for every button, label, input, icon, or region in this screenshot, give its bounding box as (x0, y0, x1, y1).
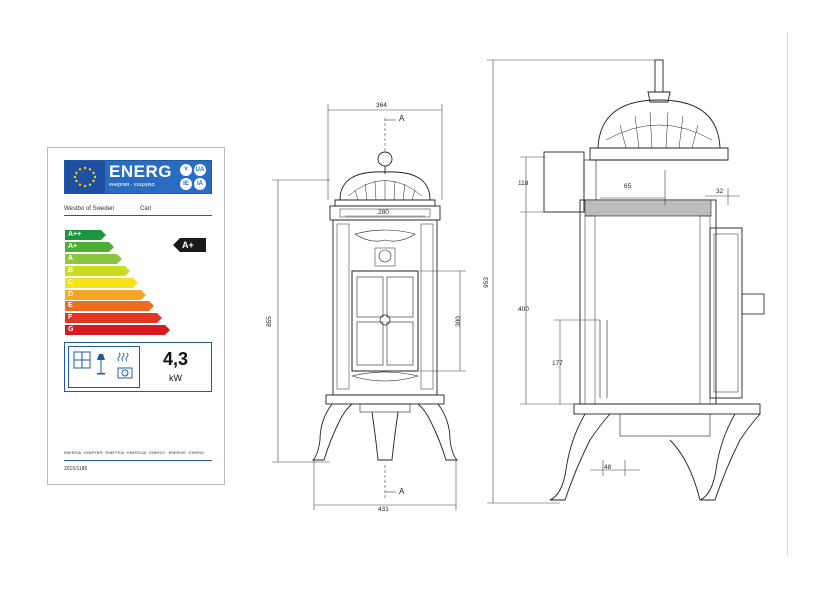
side-dim-flue-offset: 65 (624, 183, 632, 190)
front-view-dimensions (272, 104, 466, 510)
efficiency-class-label: A+ (65, 241, 109, 252)
efficiency-class-label: E (65, 301, 149, 312)
efficiency-class-label: C (65, 277, 133, 288)
front-dim-inner-width: 280 (378, 209, 389, 216)
divider (64, 215, 212, 216)
section-mark-top: A (399, 114, 405, 123)
side-dim-body-height: 400 (518, 306, 529, 313)
model-name: Carl (140, 206, 152, 212)
energy-label: ENERG енергия · ενεργεια Y UA IE IA West… (47, 147, 225, 485)
power-value: 4,3 (163, 349, 189, 369)
efficiency-class-bar: D (65, 289, 146, 300)
supplier-row: Westbo of Sweden Carl (64, 206, 212, 212)
energy-subtitle: енергия · ενεργεια (109, 182, 155, 188)
efficiency-class-bar: B (65, 265, 130, 276)
language-badge: IA (194, 178, 206, 190)
efficiency-class-label: G (65, 325, 165, 336)
radiator-icon (117, 367, 133, 379)
efficiency-class-bar: A (65, 253, 122, 264)
efficiency-class-label: A (65, 253, 117, 264)
side-dim-lower-height: 177 (552, 360, 563, 367)
energy-footer: ENERGIA · ЕНЕРГИЯ · ΕΝΕΡΓΕΙΑ · ENERGIJA … (64, 451, 204, 455)
efficiency-class-label: B (65, 265, 125, 276)
efficiency-class-bar: G (65, 325, 170, 336)
side-view-dimensions (487, 59, 740, 504)
efficiency-class-bar: A+ (65, 241, 114, 252)
language-badge: Y (180, 164, 192, 176)
front-dim-base-width: 431 (378, 506, 389, 513)
power-panel: 4,3 kW (64, 342, 212, 392)
energy-label-header: ENERG енергия · ενεργεια Y UA IE IA (64, 160, 212, 194)
section-mark-bottom: A (399, 487, 405, 496)
efficiency-class-label: A++ (65, 230, 101, 240)
heat-waves-icon (117, 352, 129, 362)
efficiency-class-label: F (65, 313, 157, 324)
front-view-stove (311, 151, 459, 461)
language-badge: UA (194, 164, 206, 176)
side-dim-total-height: 953 (482, 277, 490, 288)
lamp-icon (97, 354, 105, 375)
side-dim-top-box: 118 (518, 180, 529, 187)
power-unit: kW (169, 373, 182, 383)
efficiency-class-bar: F (65, 313, 162, 324)
side-view-stove (543, 59, 765, 501)
language-badge: IE (180, 178, 192, 190)
efficiency-class-bar: A++ (65, 230, 106, 240)
rating-value: A+ (180, 238, 206, 252)
efficiency-class-bar: C (65, 277, 138, 288)
regulation-number: 2015/1186 (64, 466, 88, 472)
front-dim-top-width: 364 (376, 102, 387, 109)
side-dim-rear-offset: 32 (716, 188, 724, 195)
eu-flag-icon (65, 161, 105, 193)
page-divider (787, 32, 788, 556)
energy-word: ENERG (109, 162, 172, 181)
heating-icons (68, 346, 140, 388)
side-dim-leg-offset: 48 (604, 464, 612, 471)
efficiency-class-bar: E (65, 301, 154, 312)
divider (64, 460, 212, 461)
room-heating-icon (73, 351, 91, 369)
energy-banner: ENERG енергия · ενεργεια Y UA IE IA (105, 161, 211, 193)
supplier-name: Westbo of Sweden (64, 206, 115, 212)
efficiency-class-label: D (65, 289, 141, 300)
